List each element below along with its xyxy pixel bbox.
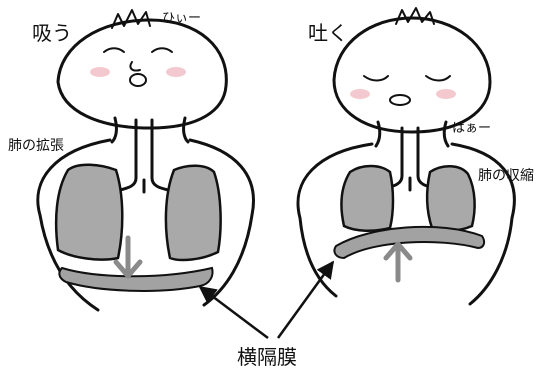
inhale-neck bbox=[112, 118, 188, 142]
pointer-arrow-left bbox=[200, 287, 268, 338]
exhale-neck bbox=[376, 122, 448, 146]
inhale-trachea bbox=[120, 120, 168, 192]
exhale-mouth bbox=[390, 95, 410, 105]
inhale-lung-left bbox=[56, 165, 122, 260]
exhale-lung-left bbox=[342, 166, 393, 231]
inhale-lung-right bbox=[166, 166, 221, 260]
exhale-lung-right bbox=[427, 166, 474, 231]
inhale-cheek-right bbox=[166, 67, 186, 77]
exhale-eye-right bbox=[426, 76, 450, 81]
inhale-nose bbox=[130, 62, 140, 71]
inhale-eye-right bbox=[152, 48, 172, 52]
exhale-head bbox=[334, 18, 490, 132]
inhale-title: 吸う bbox=[32, 21, 72, 45]
exhale-figure bbox=[298, 8, 514, 304]
exhale-hair bbox=[396, 8, 434, 24]
exhale-cheek-left bbox=[350, 89, 370, 99]
diaphragm-label: 横隔膜 bbox=[237, 345, 297, 369]
exhale-cheek-right bbox=[436, 89, 456, 99]
exhale-eye-left bbox=[364, 76, 388, 81]
exhale-title: 吐く bbox=[308, 21, 348, 45]
inhale-figure bbox=[38, 10, 254, 310]
inhale-cheek-left bbox=[90, 67, 110, 77]
exhale-trachea bbox=[386, 128, 434, 190]
inhale-sound: ひぃー bbox=[162, 11, 201, 26]
inhale-diaphragm bbox=[59, 268, 212, 291]
exhale-lung-label: 肺の収縮 bbox=[478, 168, 534, 184]
inhale-mouth bbox=[130, 74, 146, 86]
inhale-lung-label: 肺の拡張 bbox=[8, 138, 64, 154]
inhale-eye-left bbox=[104, 48, 124, 52]
pointer-arrow-right bbox=[278, 262, 333, 338]
exhale-sound: はぁー bbox=[452, 121, 491, 136]
arrow-up-icon bbox=[386, 244, 410, 280]
